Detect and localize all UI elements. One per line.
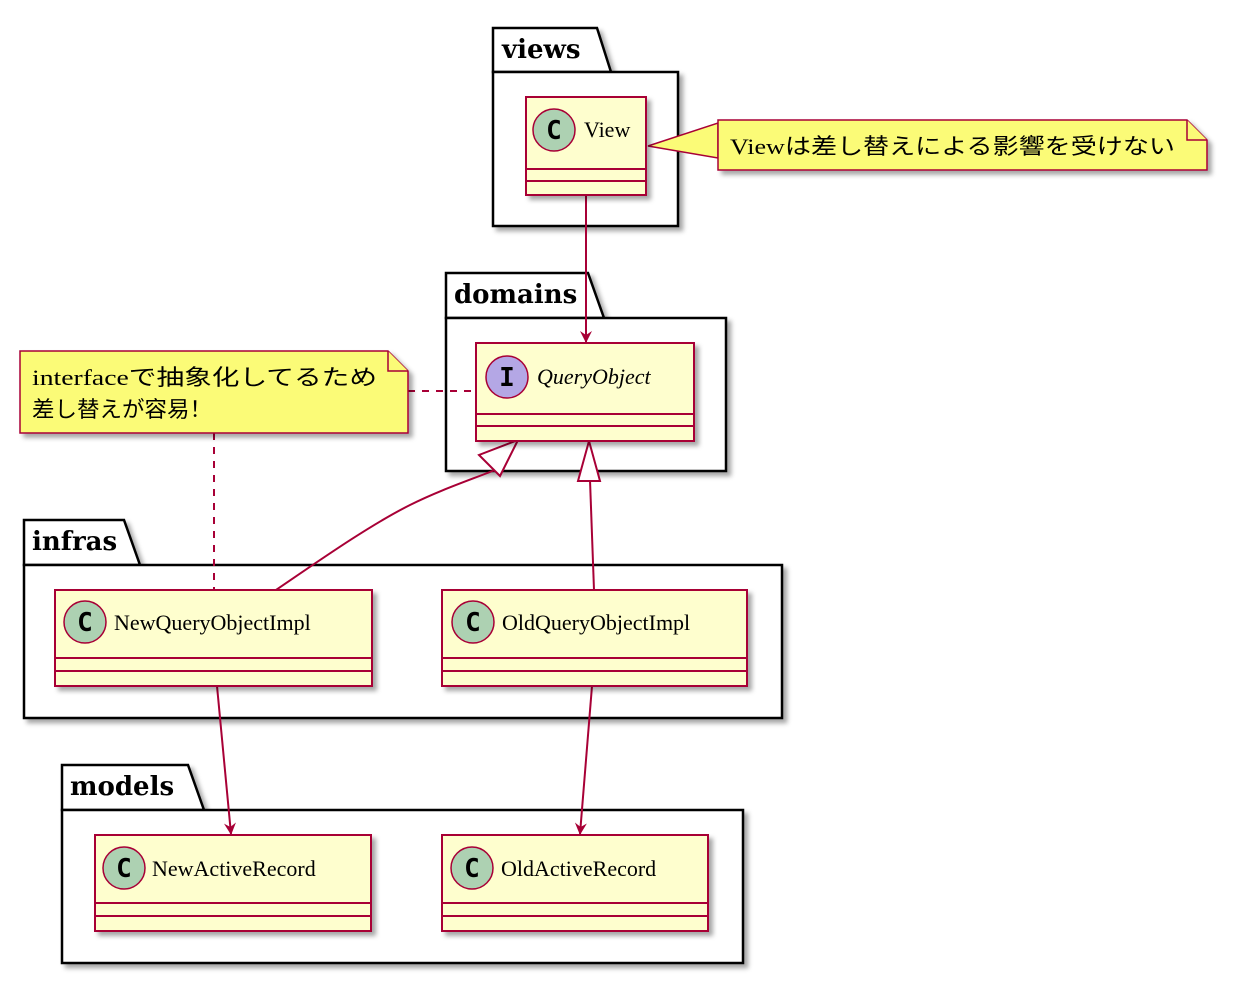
realization-head-old [576, 437, 602, 482]
interface-i-icon: I [485, 355, 529, 399]
class-newactiverecord[interactable]: C NewActiveRecord [94, 834, 372, 932]
package-label-infras: infras [32, 527, 117, 557]
realization-head-new [477, 438, 521, 478]
class-oldactiverecord[interactable]: C OldActiveRecord [441, 834, 709, 932]
class-newqueryobjectimpl[interactable]: C NewQueryObjectImpl [54, 589, 373, 687]
svg-text:C: C [546, 116, 562, 146]
class-name-newqueryobjectimpl: NewQueryObjectImpl [114, 610, 311, 635]
class-c-icon: C [450, 846, 494, 890]
svg-text:C: C [77, 608, 93, 638]
note-text-interface-line2: 差し替えが容易！ [32, 397, 212, 422]
class-c-icon: C [102, 846, 146, 890]
edge-oldimpl-realizes-queryobject [589, 479, 595, 591]
package-label-views: views [501, 35, 581, 65]
edge-newimpl-realizes-queryobject [275, 469, 496, 591]
note-interface[interactable]: interfaceで抽象化してるため 差し替えが容易！ [19, 350, 409, 434]
note-text-view: Viewは差し替えによる影響を受けない [730, 134, 1175, 159]
class-name-oldqueryobjectimpl: OldQueryObjectImpl [502, 610, 690, 635]
class-c-icon: C [532, 108, 576, 152]
class-c-icon: C [451, 600, 495, 644]
package-label-domains: domains [454, 280, 577, 310]
class-oldqueryobjectimpl[interactable]: C OldQueryObjectImpl [441, 589, 748, 687]
svg-text:C: C [465, 608, 481, 638]
svg-text:I: I [499, 363, 515, 393]
svg-text:C: C [116, 854, 132, 884]
interface-queryobject[interactable]: I QueryObject [475, 342, 695, 442]
class-view[interactable]: C View [525, 96, 647, 196]
note-text-interface-line1: interfaceで抽象化してるため [32, 365, 377, 390]
class-c-icon: C [63, 600, 107, 644]
class-name-oldactiverecord: OldActiveRecord [501, 856, 656, 881]
edge-newimpl-to-newactiverecord [216, 685, 236, 835]
note-view[interactable]: Viewは差し替えによる影響を受けない [717, 119, 1208, 171]
edges [213, 121, 719, 835]
svg-text:C: C [464, 854, 480, 884]
edge-oldimpl-to-oldactiverecord [574, 685, 593, 835]
interface-name-queryobject: QueryObject [537, 364, 652, 389]
package-label-models: models [70, 772, 174, 802]
class-name-newactiverecord: NewActiveRecord [152, 856, 316, 881]
class-name-view: View [584, 117, 630, 142]
